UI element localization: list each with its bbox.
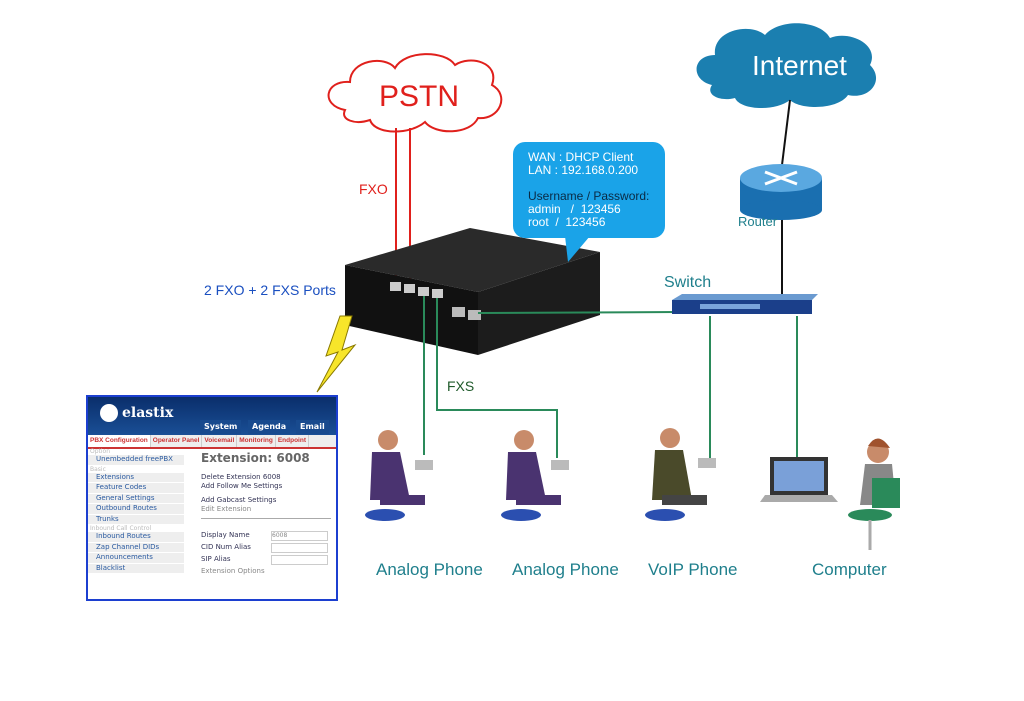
sidebar-item: Trunks: [88, 514, 184, 524]
top-tab: Agenda: [248, 420, 291, 434]
link: Delete Extension 6008: [201, 473, 281, 481]
field-value: [271, 543, 328, 553]
field-row: SIP Alias: [201, 555, 331, 565]
field-label: CID Num Alias: [201, 543, 251, 551]
internet-label: Internet: [752, 50, 847, 81]
analog-phone-user-2: [501, 430, 569, 521]
field-label: Display Name: [201, 531, 250, 539]
fxs-line-2: [436, 298, 558, 458]
pstn-label: PSTN: [379, 80, 460, 113]
field-row: Display Name 6008: [201, 531, 331, 541]
sidebar-item: Blacklist: [88, 563, 184, 573]
internet-router-line: [781, 99, 791, 166]
main-panel: Extension: 6008 Delete Extension 6008 Ad…: [201, 451, 331, 576]
root-credentials: root / 123456: [528, 215, 606, 229]
config-callout: WAN : DHCP Client LAN : 192.168.0.200 Us…: [513, 142, 665, 238]
tab: Monitoring: [237, 435, 276, 447]
switch-label: Switch: [664, 274, 712, 291]
field-row: CID Num Alias: [201, 543, 331, 553]
top-tab: Email: [296, 420, 329, 434]
fxs-label: FXS: [447, 378, 475, 394]
sidebar-item: General Settings: [88, 493, 184, 503]
divider: [201, 518, 331, 519]
edit-label: Edit Extension: [201, 505, 252, 513]
wan-text: WAN : DHCP Client: [528, 150, 634, 164]
module-tabs: PBX Configuration Operator Panel Voicema…: [88, 435, 336, 449]
link: Add Follow Me Settings: [201, 482, 283, 490]
screenshot-header: elastix System Agenda Email: [88, 397, 336, 435]
tab: Endpoint: [276, 435, 310, 447]
sidebar-item: Feature Codes: [88, 483, 184, 493]
tab: Voicemail: [202, 435, 238, 447]
pstn-cloud: [327, 53, 503, 133]
analog-phone-user-1: [365, 430, 433, 521]
router-icon: [740, 164, 822, 220]
elastix-logo: elastix: [100, 404, 173, 422]
green-lines: [423, 296, 798, 462]
internet-cloud: [696, 23, 877, 109]
lan-text: LAN : 192.168.0.200: [528, 163, 639, 177]
field-value: 6008: [271, 531, 328, 541]
admin-credentials: admin / 123456: [528, 202, 621, 216]
sidebar-item: Outbound Routes: [88, 504, 184, 514]
top-tab: System: [200, 420, 242, 434]
options-label: Extension Options: [201, 567, 265, 575]
field-value: [271, 555, 328, 565]
lan-switch-line: [477, 311, 681, 314]
fxo-label: FXO: [359, 181, 388, 197]
callout-tail: [565, 236, 590, 262]
ip-pbx-device: [345, 228, 600, 355]
sidebar-item: Inbound Routes: [88, 532, 184, 542]
sidebar-item: Zap Channel DIDs: [88, 542, 184, 552]
sidebar-section: Inbound Call Control: [90, 525, 152, 532]
sidebar-section: Basic: [90, 465, 106, 473]
switch-icon: [672, 294, 818, 314]
endpoint-label: Computer: [812, 560, 887, 579]
sidebar: Option Unembedded freePBX Basic Extensio…: [88, 448, 184, 574]
link: Add Gabcast Settings: [201, 496, 277, 504]
endpoint-label: VoIP Phone: [648, 560, 738, 579]
endpoint-label: Analog Phone: [376, 560, 483, 579]
logo-text: elastix: [122, 405, 174, 421]
voip-phone-user: [645, 428, 716, 521]
router-label: Router: [738, 214, 778, 229]
credentials-title: Username / Password:: [528, 189, 650, 203]
field-label: SIP Alias: [201, 555, 231, 563]
elastix-web-screenshot: elastix System Agenda Email PBX Configur…: [86, 395, 338, 601]
ports-label: 2 FXO + 2 FXS Ports: [204, 282, 336, 298]
sidebar-section: Option: [90, 448, 111, 455]
tab: PBX Configuration: [88, 435, 151, 447]
computer-user: [760, 438, 900, 550]
wireless-lightning-icon: [316, 315, 357, 393]
elastix-logo-icon: [100, 404, 118, 422]
extension-title: Extension: 6008: [201, 451, 310, 465]
sidebar-item: Unembedded freePBX: [88, 455, 184, 465]
sidebar-item: Announcements: [88, 553, 184, 563]
tab: Operator Panel: [151, 435, 203, 447]
sidebar-item: Extensions: [88, 472, 184, 482]
endpoint-label: Analog Phone: [512, 560, 619, 579]
